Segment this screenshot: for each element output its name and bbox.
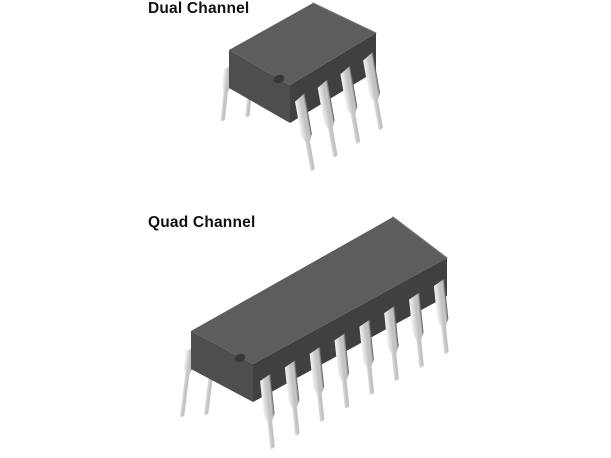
ic-pin-front: [384, 306, 399, 382]
front-pins: [260, 278, 449, 450]
ic-pin-front: [409, 292, 424, 368]
ic-pin-front: [433, 278, 449, 355]
package-edge-highlight: [312, 2, 377, 34]
package-end-face: [191, 331, 253, 402]
ic-pin-front: [340, 65, 361, 145]
package-top-face: [229, 3, 376, 85]
ic-pin-front: [284, 360, 300, 436]
package-edge-highlight: [392, 216, 448, 259]
ic-pin-front: [359, 319, 375, 395]
package-end-face: [229, 50, 290, 123]
pin1-index-dimple: [273, 74, 285, 84]
ic-pin-front: [260, 373, 275, 450]
package-top-face: [191, 217, 447, 364]
ic-pin-front: [363, 52, 383, 131]
package-front-face: [253, 258, 447, 402]
package-front-face: [290, 33, 376, 123]
front-pins: [295, 52, 383, 172]
quad-channel-label: Quad Channel: [148, 214, 256, 231]
ic-pin-front: [295, 93, 315, 172]
pin1-index-dimple: [234, 353, 246, 363]
dip16-package-quad-channel: [180, 216, 449, 450]
ic-pin-front: [309, 346, 325, 423]
ic-pin-front: [317, 79, 338, 158]
dual-channel-label: Dual Channel: [148, 0, 250, 17]
dip8-package-dual-channel: [220, 2, 383, 172]
ic-pin-front: [334, 333, 350, 409]
